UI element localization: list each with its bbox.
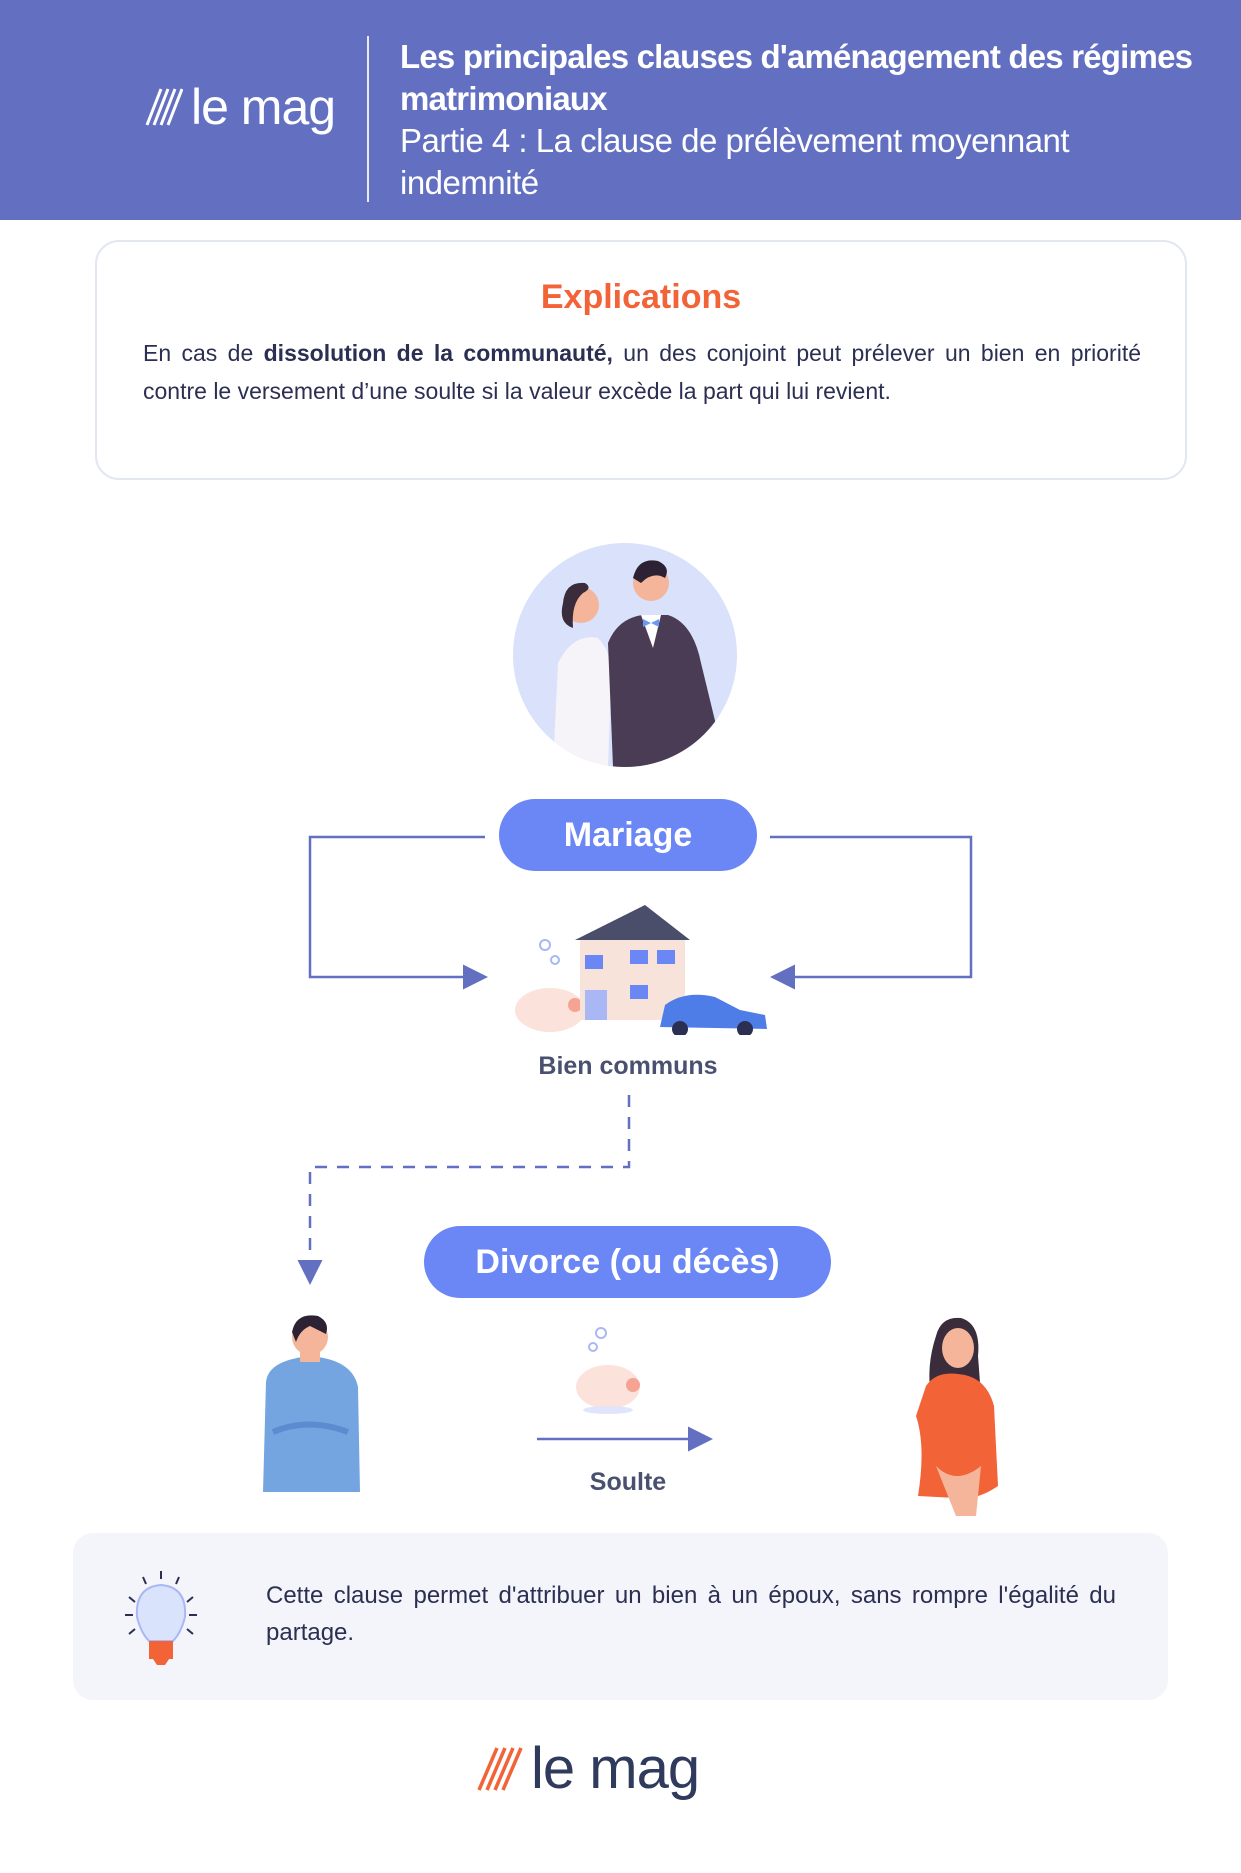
- header-banner: le mag Les principales clauses d'aménage…: [0, 0, 1241, 220]
- explications-heading: Explications: [540, 278, 742, 316]
- piggy-bank-icon: [576, 1327, 640, 1414]
- explications-text: En cas de dissolution de la communauté, …: [143, 334, 1141, 410]
- woman-illustration: [916, 1317, 998, 1516]
- explications-card: Explications En cas de dissolution de la…: [95, 240, 1187, 480]
- house-icon: [575, 905, 690, 1020]
- right-arrow: [770, 835, 973, 990]
- footer-logo: le mag: [477, 1735, 700, 1802]
- left-arrow: [308, 835, 488, 990]
- tip-text: Cette clause permet d'attribuer un bien …: [266, 1582, 1116, 1646]
- text-prefix: En cas de: [143, 340, 264, 366]
- divorce-pill: Divorce (ou décès): [424, 1226, 831, 1298]
- text-bold: dissolution de la communauté,: [263, 340, 613, 366]
- common-assets-illustration: [515, 905, 767, 1035]
- tip-box: Cette clause permet d'attribuer un bien …: [73, 1533, 1168, 1700]
- title-main: Les principales clauses d'aménagement de…: [400, 38, 1193, 117]
- text-suffix: un des conjoint peut prélever un bien en…: [143, 340, 1142, 404]
- lightbulb-icon: [125, 1571, 197, 1665]
- car-icon: [660, 994, 767, 1035]
- header-divider: [367, 36, 369, 202]
- mariage-pill: Mariage: [499, 799, 757, 871]
- soulte-label: Soulte: [589, 1468, 667, 1496]
- stripes-icon: [145, 88, 183, 126]
- piggy-bank-icon: [515, 939, 585, 1032]
- title-subtitle: Partie 4 : La clause de prélèvement moye…: [400, 122, 1070, 201]
- man-illustration: [263, 1315, 360, 1492]
- married-couple-illustration: [513, 543, 737, 767]
- logo-text: le mag: [191, 79, 336, 135]
- page-title: Les principales clauses d'aménagement de…: [400, 36, 1200, 204]
- dashed-arrow: [297, 1095, 631, 1285]
- stripes-icon: [477, 1746, 523, 1791]
- header-logo: le mag: [145, 78, 336, 136]
- footer-logo-text: le mag: [531, 1736, 700, 1801]
- biens-communs-label: Bien communs: [538, 1052, 718, 1080]
